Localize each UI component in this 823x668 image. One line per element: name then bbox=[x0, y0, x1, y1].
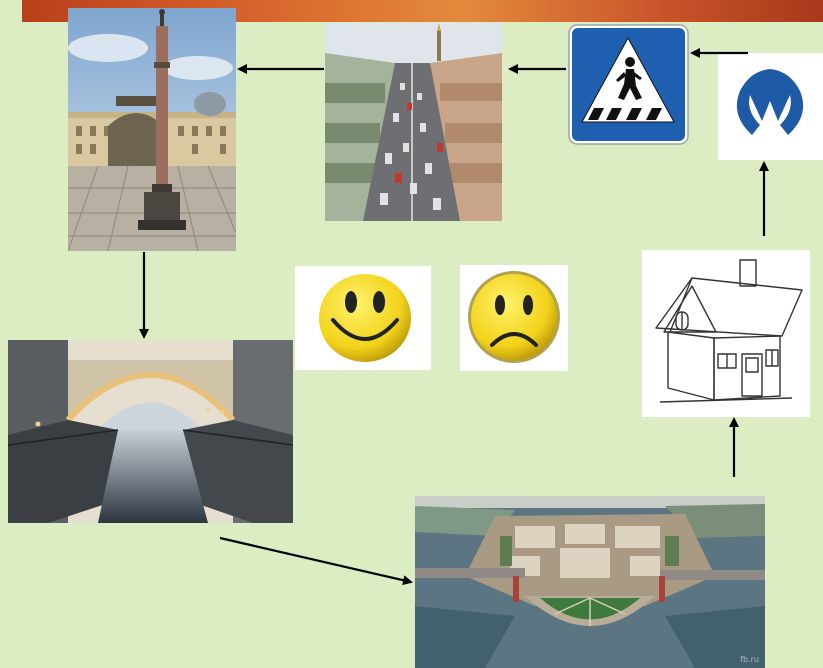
arrow-canal-to-spit bbox=[219, 536, 413, 586]
sad-face-icon bbox=[460, 265, 568, 371]
aerial-city-photo: fb.ru bbox=[415, 496, 765, 668]
watermark: fb.ru bbox=[740, 655, 759, 664]
pedestrian-crossing-icon bbox=[568, 24, 689, 145]
canal-arch-photo bbox=[8, 340, 293, 523]
metro-logo-icon bbox=[718, 53, 823, 160]
happy-face-icon bbox=[295, 266, 431, 370]
house-icon bbox=[642, 250, 810, 417]
alexander-column-photo bbox=[68, 8, 236, 251]
city-street-photo bbox=[325, 23, 502, 221]
